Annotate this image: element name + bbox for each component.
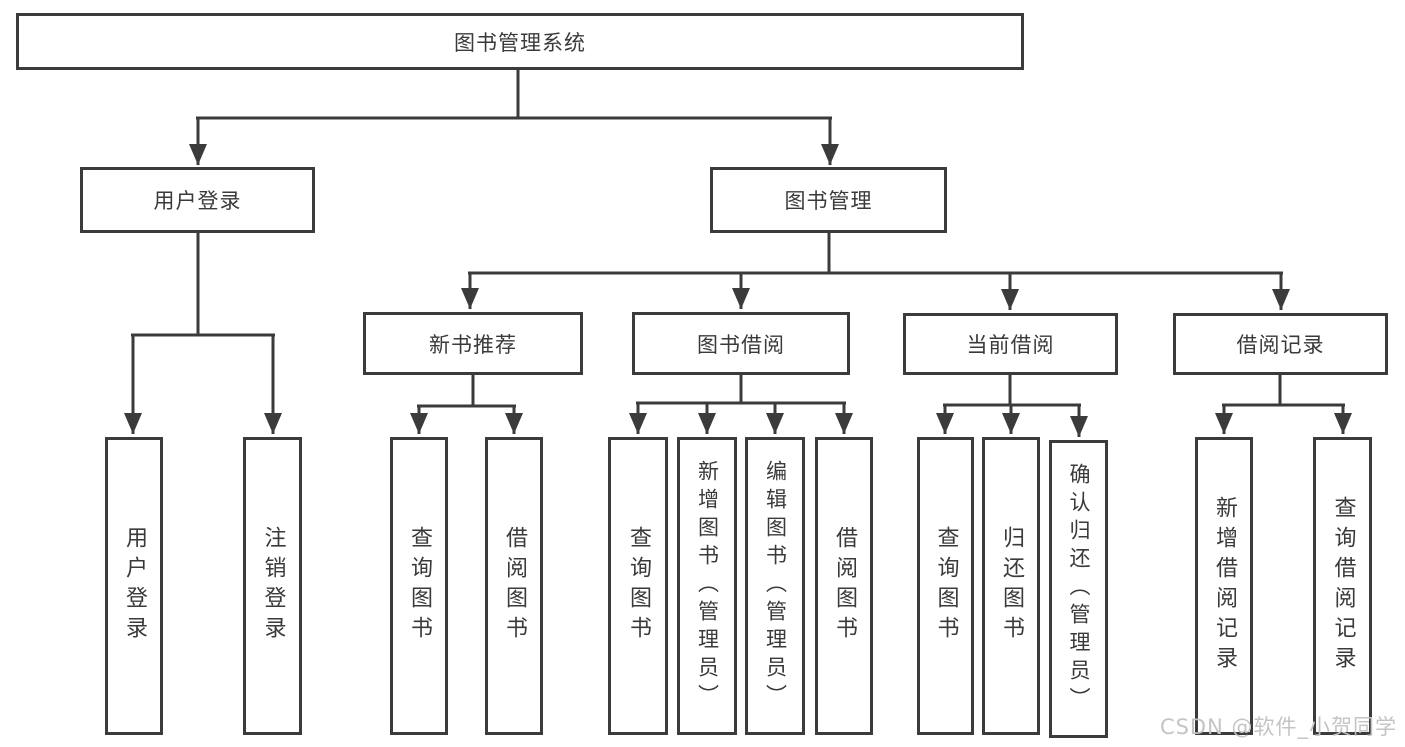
- connector-borrowing-records: [1215, 375, 1352, 434]
- connector-book-management: [461, 233, 1290, 310]
- leaf-add-book-admin: 新增图书（管理员）: [677, 437, 737, 735]
- csdn-watermark: CSDN @软件_小贺同学: [1159, 715, 1397, 739]
- node-borrowing-records: 借阅记录: [1173, 313, 1388, 375]
- leaf-logout: 注销登录: [243, 437, 302, 735]
- leaf-query-borrow-record: 查询借阅记录: [1313, 437, 1372, 735]
- leaf-borrow-books-borrowing: 借阅图书: [815, 437, 873, 735]
- node-book-management: 图书管理: [710, 167, 947, 233]
- node-book-borrowing: 图书借阅: [632, 312, 850, 375]
- leaf-confirm-return-admin: 确认归还（管理员）: [1049, 440, 1108, 738]
- leaf-edit-book-admin: 编辑图书（管理员）: [745, 437, 805, 735]
- connector-root: [189, 70, 839, 165]
- leaf-query-books-borrowing: 查询图书: [608, 437, 668, 735]
- node-current-borrowing: 当前借阅: [903, 313, 1118, 375]
- leaf-borrow-books-newbook: 借阅图书: [485, 437, 543, 735]
- leaf-return-books: 归还图书: [982, 437, 1040, 735]
- connector-current-borrowing: [936, 375, 1088, 437]
- node-new-book-recommend: 新书推荐: [363, 312, 583, 375]
- connector-user-login: [124, 233, 282, 434]
- connector-book-borrowing: [629, 375, 853, 434]
- node-library-system: 图书管理系统: [16, 13, 1024, 70]
- leaf-user-login: 用户登录: [105, 437, 163, 735]
- leaf-query-books-newbook: 查询图书: [390, 437, 448, 735]
- connector-new-book: [410, 375, 523, 434]
- leaf-add-borrow-record: 新增借阅记录: [1195, 437, 1253, 735]
- leaf-query-books-current: 查询图书: [917, 437, 974, 735]
- node-user-login: 用户登录: [80, 167, 315, 233]
